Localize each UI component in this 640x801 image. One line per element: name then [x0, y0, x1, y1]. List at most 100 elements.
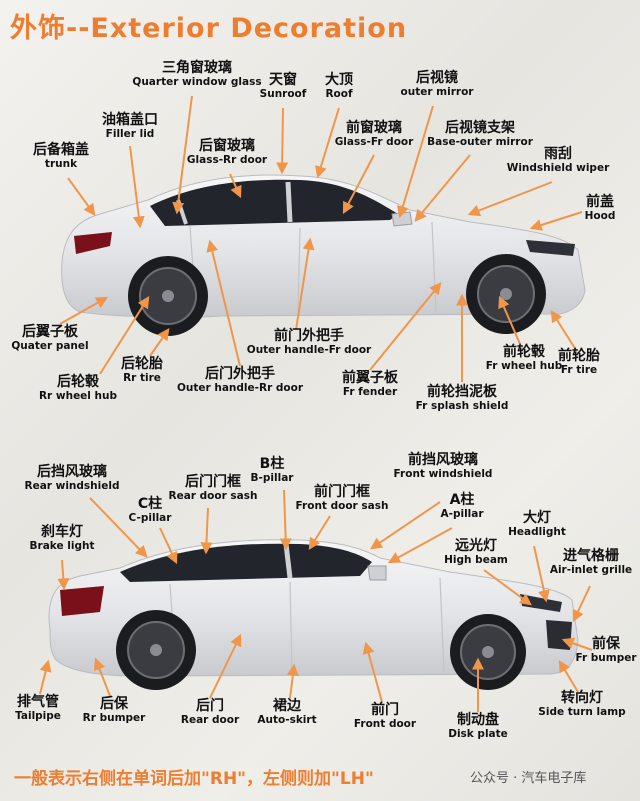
front-door-sash-label-en: Front door sash: [295, 500, 389, 513]
tailpipe-label-en: Tailpipe: [15, 710, 61, 723]
rear-door-arrow: [209, 633, 242, 699]
fr-fender-label-en: Fr fender: [342, 386, 398, 399]
fr-splash-shield-label-zh: 前轮挡泥板: [426, 384, 497, 400]
front-door-sash-label-zh: 前门门框: [313, 484, 370, 500]
fr-bumper-label-en: Fr bumper: [575, 652, 637, 665]
fr-wheel-hub-arrow: [498, 295, 521, 345]
front-door-label-en: Front door: [353, 718, 417, 731]
glass-fr-door-arrow: [342, 154, 375, 215]
filler-lid-label-zh: 油箱盖口: [102, 112, 158, 128]
glass-fr-door-label-en: Glass-Fr door: [334, 136, 414, 149]
headlight-label-zh: 大灯: [522, 510, 551, 526]
front-windshield-arrow: [370, 501, 441, 550]
hood-arrow: [529, 211, 583, 231]
roof-label-zh: 大顶: [325, 72, 353, 88]
air-inlet-grille-label-zh: 进气格栅: [562, 548, 619, 564]
fr-bumper-arrow: [561, 637, 593, 651]
quater-panel-label-zh: 后翼子板: [21, 324, 78, 340]
rr-bumper-arrow: [93, 657, 111, 697]
watermark: 公众号 · 汽车电子库: [470, 771, 587, 786]
filler-lid-label-en: Filler lid: [105, 128, 155, 141]
air-inlet-grille-label-en: Air-inlet grille: [549, 564, 633, 577]
outer-mirror-label-en: outer mirror: [400, 86, 474, 99]
leader-arrows: [39, 95, 593, 712]
rr-bumper-label-en: Rr bumper: [82, 712, 146, 725]
high-beam-label-en: High beam: [444, 554, 508, 567]
rr-tire-label-zh: 后轮胎: [121, 356, 163, 372]
rr-bumper-label-zh: 后保: [99, 696, 128, 712]
rr-tire-arrow: [149, 328, 170, 357]
brake-light-label-zh: 刹车灯: [41, 524, 83, 540]
sunroof-label-en: Sunroof: [259, 88, 307, 101]
fr-wheel-hub-label-zh: 前轮毂: [502, 344, 545, 360]
disk-plate-label-en: Disk plate: [448, 728, 508, 741]
sunroof-arrow: [276, 107, 289, 175]
brake-light-arrow: [57, 559, 70, 591]
car-top-rear-wheel: [128, 256, 208, 336]
outer-handle-fr-label-en: Outer handle-Fr door: [246, 344, 372, 357]
quarter-window-label-zh: 三角窗玻璃: [161, 60, 232, 76]
fr-fender-label-zh: 前翼子板: [342, 370, 398, 386]
footer-note: 一般表示右侧在单词后加"RH"，左侧则加"LH": [14, 769, 374, 789]
car-top-mirror: [391, 211, 413, 227]
c-pillar-label-zh: C柱: [137, 496, 163, 512]
a-pillar-label-en: A-pillar: [440, 508, 484, 521]
base-outer-mirror-label-en: Base-outer mirror: [427, 136, 533, 149]
b-pillar-label-en: B-pillar: [250, 472, 294, 485]
fr-fender-arrow: [369, 282, 442, 371]
car-top-front-wheel: [466, 254, 546, 334]
front-windshield-label-en: Front windshield: [393, 468, 493, 481]
auto-skirt-arrow: [286, 663, 299, 699]
side-turn-lamp-arrow: [558, 659, 579, 693]
car-bottom-rear-wheel: [116, 610, 196, 690]
base-outer-mirror-label-zh: 后视镜支架: [445, 120, 515, 136]
rear-door-label-en: Rear door: [180, 714, 240, 727]
front-windshield-label-zh: 前挡风玻璃: [408, 452, 478, 468]
rear-door-label-zh: 后门: [196, 698, 224, 714]
rear-door-sash-label-zh: 后门门框: [185, 474, 241, 490]
tailpipe-label-zh: 排气管: [16, 694, 59, 710]
windshield-wiper-arrow: [467, 181, 553, 217]
car-bottom-taillight: [60, 586, 104, 616]
rear-windshield-label-en: Rear windshield: [24, 480, 120, 493]
c-pillar-arrow: [159, 527, 178, 565]
front-door-arrow: [362, 641, 383, 703]
headlight-arrow: [533, 545, 550, 603]
windshield-wiper-label-en: Windshield wiper: [506, 162, 610, 175]
front-door-sash-arrow: [308, 515, 331, 551]
trunk-label-en: trunk: [44, 158, 78, 171]
car-top-greenhouse: [150, 179, 398, 226]
glass-rr-door-label-en: Glass-Rr door: [186, 154, 268, 167]
car-bottom-grille: [546, 620, 572, 650]
rear-windshield-arrow: [89, 497, 148, 558]
car-top-taillight: [74, 232, 112, 254]
car-bottom-front-wheel: [450, 614, 526, 690]
front-door-label-zh: 前门: [370, 702, 399, 718]
rr-tire-label-en: Rr tire: [123, 372, 161, 385]
headlight-label-en: Headlight: [508, 526, 566, 539]
fr-bumper-label-zh: 前保: [592, 636, 620, 652]
